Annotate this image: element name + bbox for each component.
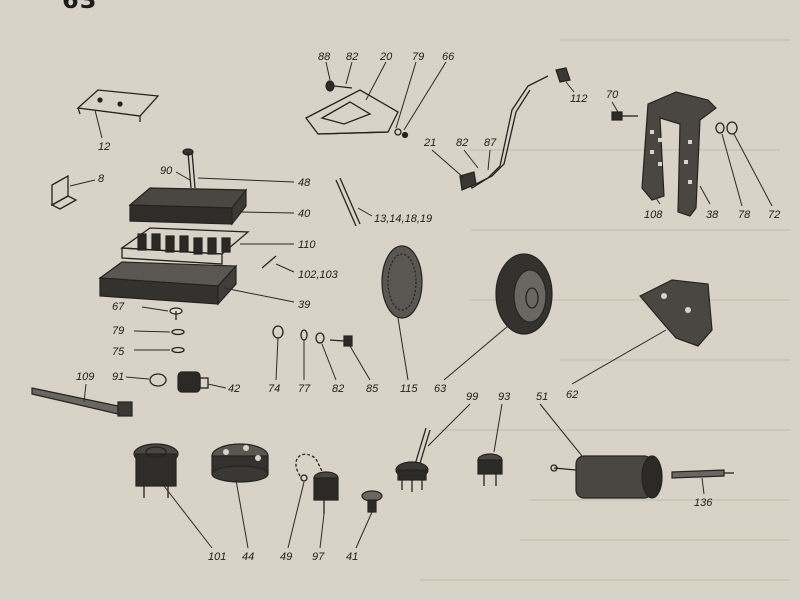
part-63-pulley [495,253,553,335]
callout-79b: 79 [112,325,124,337]
part-90-knob [182,148,196,189]
callout-97: 97 [312,551,325,563]
bleed-through-text [420,39,790,581]
callout-70: 70 [606,89,619,101]
part-42-switch [177,371,209,393]
callout-99: 99 [466,391,478,403]
callout-102-103: 102,103 [298,269,339,281]
callout-88: 88 [318,51,331,63]
part-78-washer [715,122,725,134]
callout-85: 85 [366,383,379,395]
callout-20: 20 [379,51,393,63]
callout-62: 62 [566,389,578,401]
part-12-plate [76,89,160,139]
callout-38: 38 [706,209,719,221]
nut-66 [401,131,409,139]
callout-39: 39 [298,299,310,311]
part-72-nut [726,121,738,135]
callout-13-14-18-19: 13,14,18,19 [374,213,432,225]
part-8-bracket [50,174,96,210]
part-49-chain [295,453,327,482]
washer-79 [394,128,402,136]
callout-82b: 82 [456,137,468,149]
callout-72: 72 [768,209,780,221]
part-112-cap [555,67,571,83]
part-93-push-switch [477,453,503,486]
part-62-mounting-plate [639,279,713,347]
callout-63: 63 [434,383,447,395]
callout-112: 112 [570,93,588,105]
part-97-lock [313,471,339,514]
part-136-pin [671,469,734,479]
part-40-cover [128,187,248,226]
callout-21: 21 [423,137,436,149]
callout-66: 66 [442,51,455,63]
part-108-housing [641,91,717,217]
callout-91: 91 [112,371,124,383]
part-44-cap [211,443,269,483]
callout-67: 67 [112,301,125,313]
callout-41: 41 [346,551,358,563]
part-74-washer [272,325,284,339]
callout-40: 40 [298,208,311,220]
part-41-button [361,490,383,513]
callout-115: 115 [400,383,418,395]
callout-90: 90 [160,165,173,177]
part-91-ring [149,373,167,387]
callout-44: 44 [242,551,254,563]
callout-42: 42 [228,383,240,395]
callout-51: 51 [536,391,548,403]
callout-110: 110 [298,239,316,251]
part-85-bolt [329,335,353,347]
callout-49: 49 [280,551,292,563]
part-20-bracket [305,89,399,135]
callout-79a: 79 [412,51,424,63]
part-67-screw [169,307,185,354]
part-88-screw [325,80,353,92]
part-102-pin [261,255,277,269]
part-115-lens [381,245,423,319]
callout-109: 109 [76,371,94,383]
callout-74: 74 [268,383,280,395]
part-77-washer [300,329,308,341]
page-number: 63 [62,0,98,14]
part-101-socket [133,443,179,498]
callout-75: 75 [112,346,125,358]
part-51-condenser [550,455,663,499]
callout-82a: 82 [346,51,358,63]
callout-136: 136 [694,497,713,509]
part-82-nut [315,332,325,344]
part-21-rod-bracket [459,75,549,191]
callout-108: 108 [644,209,663,221]
part-99-toggle-switch [395,427,431,492]
callout-12: 12 [98,141,110,153]
callout-8: 8 [98,173,105,185]
callout-93: 93 [498,391,511,403]
callout-48: 48 [298,177,311,189]
callout-78: 78 [738,209,751,221]
callout-77: 77 [298,383,311,395]
callout-101: 101 [208,551,226,563]
callout-82c: 82 [332,383,344,395]
part-109-strap [31,383,133,417]
callout-87: 87 [484,137,497,149]
part-70-screw [611,111,638,121]
part-13-rod [335,177,361,227]
part-39-base-tray [98,261,238,306]
part-110-fuse-block [120,227,250,265]
